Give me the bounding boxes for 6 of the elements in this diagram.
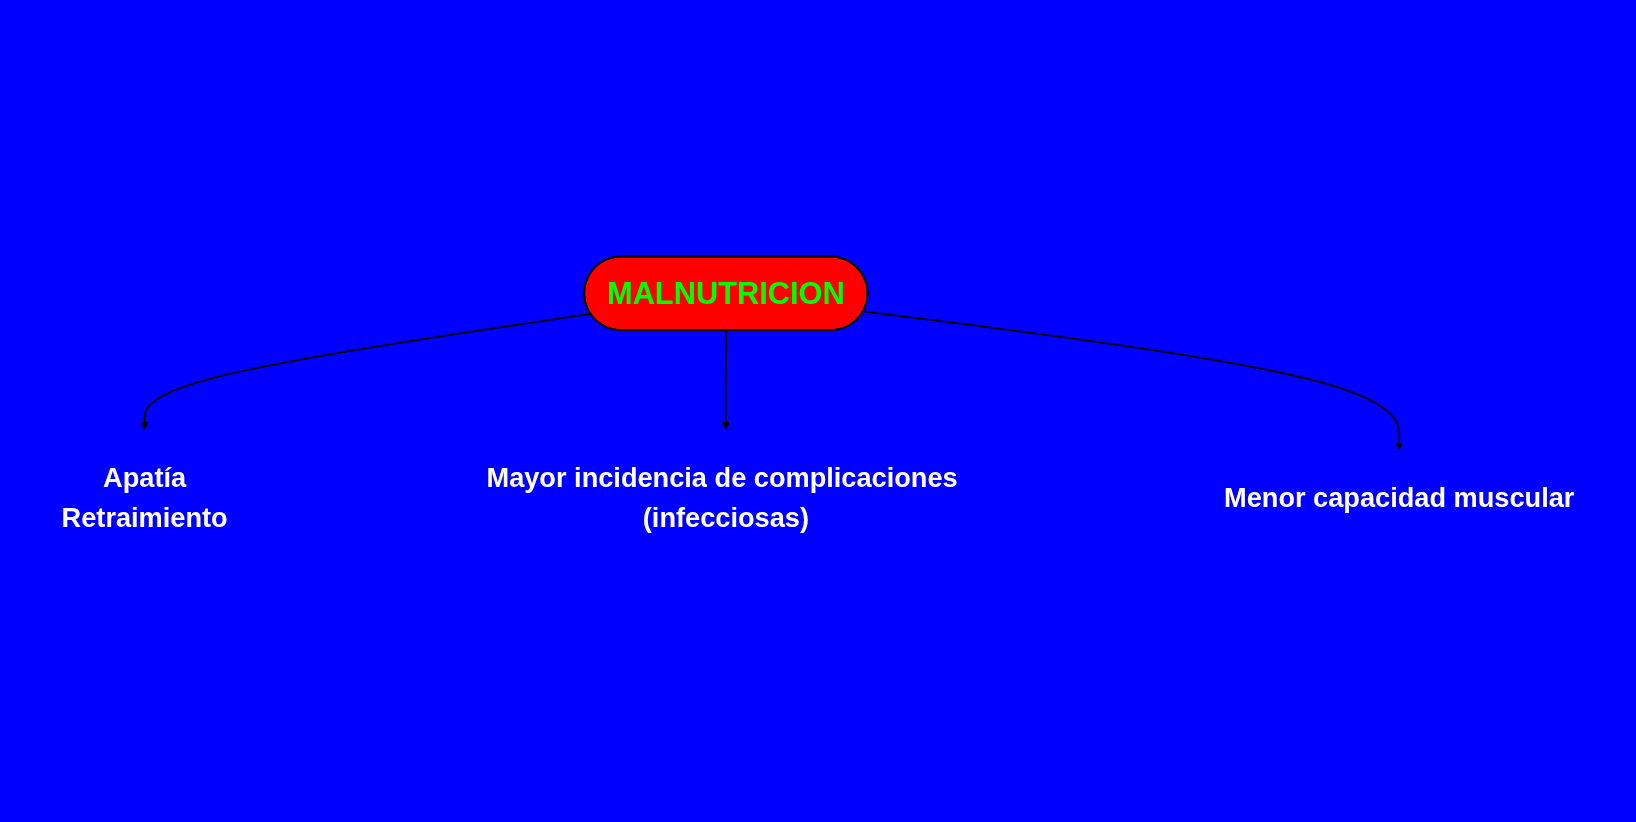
arrow	[721, 329, 730, 430]
arrow	[862, 310, 1404, 451]
node-text: Apatía Retraimiento	[61, 462, 228, 533]
node-text: Menor capacidad muscular	[1224, 482, 1575, 513]
arrow	[140, 312, 592, 430]
node-text: Mayor incidencia de complicaciones (infecciosas)	[486, 462, 958, 533]
